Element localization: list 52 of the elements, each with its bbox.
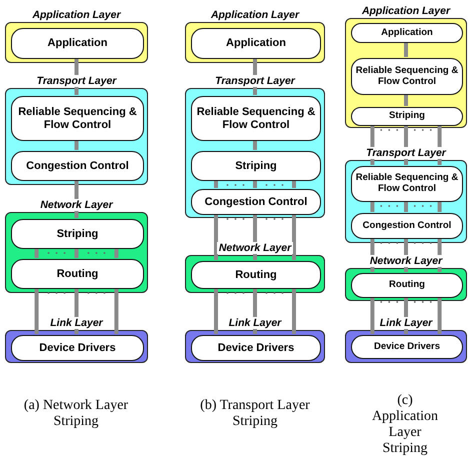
process-box: Congestion Control — [351, 213, 463, 239]
process-box: Reliable Sequencing & Flow Control — [351, 166, 463, 202]
connector-line — [370, 297, 374, 334]
connector-line — [404, 201, 408, 212]
connector-line — [370, 201, 374, 212]
connector-line — [214, 214, 218, 260]
layer-title: Application Layer — [208, 9, 302, 21]
connector-line — [404, 42, 408, 57]
connector-line — [114, 248, 118, 258]
layer-title: Link Layer — [226, 317, 284, 329]
connector-line — [74, 248, 78, 258]
layer-title: Transport Layer — [364, 147, 448, 159]
connector-line — [292, 214, 296, 260]
connector-line — [292, 288, 296, 334]
connector-line — [253, 140, 257, 150]
connector-line — [404, 94, 408, 106]
figure-caption: (c) Application Layer Striping — [370, 393, 440, 457]
layer-title: Network Layer — [38, 199, 115, 211]
connector-line — [34, 248, 39, 258]
connector-line — [438, 297, 442, 334]
connector-line — [74, 140, 78, 150]
process-box: Device Drivers — [11, 335, 144, 361]
process-box: Reliable Sequencing & Flow Control — [351, 58, 463, 95]
layer-title: Link Layer — [48, 317, 105, 329]
connector-line — [34, 288, 39, 334]
figure-caption: (a) Network Layer Striping — [22, 398, 130, 430]
connector-line — [214, 288, 218, 334]
process-box: Application — [191, 28, 321, 59]
process-box: Reliable Sequencing & Flow Control — [191, 96, 321, 141]
process-box: Striping — [351, 107, 463, 126]
process-box: Congestion Control — [191, 189, 321, 215]
process-box: Congestion Control — [11, 151, 144, 181]
layer-title: Network Layer — [216, 242, 294, 254]
process-box: Application — [351, 23, 463, 43]
process-box: Striping — [11, 219, 144, 249]
process-box: Routing — [351, 273, 463, 298]
process-box: Striping — [191, 151, 321, 181]
layer-title: Transport Layer — [34, 75, 118, 87]
layer-title: Network Layer — [368, 255, 444, 267]
process-box: Device Drivers — [351, 335, 463, 359]
connector-line — [438, 201, 442, 212]
layer-title: Application Layer — [360, 5, 452, 17]
layer-title: Application Layer — [30, 9, 123, 21]
figure-caption: (b) Transport Layer Striping — [199, 398, 311, 430]
connector-line — [114, 288, 118, 334]
layer-title: Link Layer — [378, 317, 434, 329]
process-box: Routing — [191, 261, 321, 289]
process-box: Routing — [11, 259, 144, 289]
process-box: Application — [11, 28, 144, 59]
process-box: Reliable Sequencing & Flow Control — [11, 96, 144, 141]
layer-title: Transport Layer — [213, 75, 297, 87]
process-box: Device Drivers — [191, 335, 321, 361]
